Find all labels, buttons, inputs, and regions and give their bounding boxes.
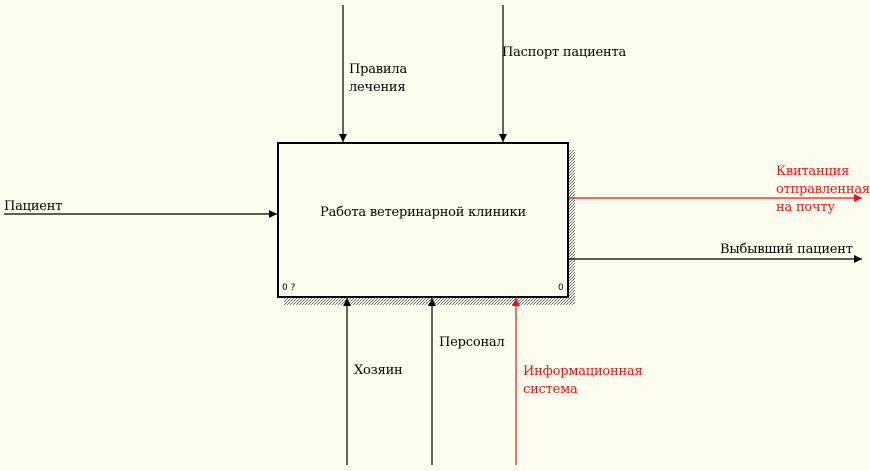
activity-title: Работа ветеринарной клиники bbox=[320, 205, 526, 220]
control-label-rules: Правила лечения bbox=[349, 62, 408, 95]
output-label-receipt: Квитанция отправленная на почту bbox=[776, 164, 870, 215]
mechanism-label-staff: Персонал bbox=[439, 335, 505, 350]
output-label-discharged: Выбывший пациент bbox=[720, 242, 853, 257]
mechanism-label-info-system: Информационная система bbox=[523, 364, 643, 397]
activity-box[interactable] bbox=[277, 142, 569, 298]
activity-node-number: 0 ? bbox=[282, 283, 296, 293]
input-label-patient: Пациент bbox=[4, 199, 63, 214]
activity-cost: 0 bbox=[558, 283, 564, 293]
mechanism-label-owner: Хозяин bbox=[354, 363, 403, 378]
control-label-passport: Паспорт пациента bbox=[502, 45, 627, 60]
